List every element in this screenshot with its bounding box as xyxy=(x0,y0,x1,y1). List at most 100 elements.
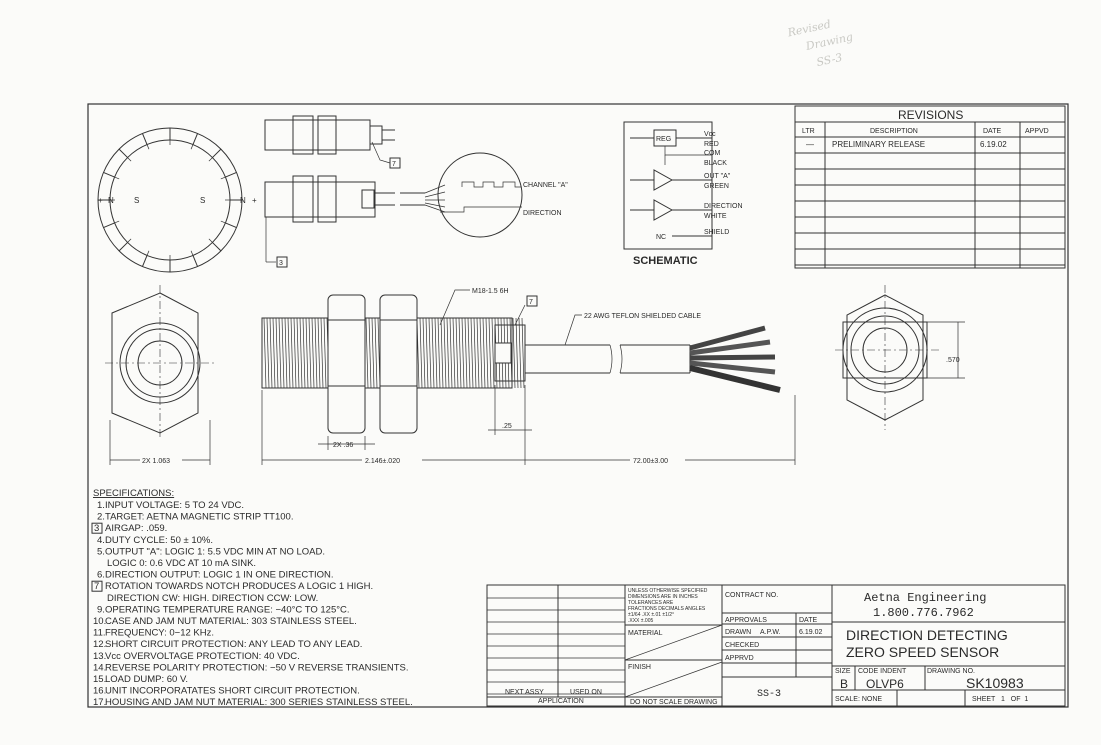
svg-text:N: N xyxy=(240,196,246,205)
svg-text:2.: 2. xyxy=(97,512,105,523)
company-phone: 1.800.776.7962 xyxy=(873,606,974,620)
thread-line xyxy=(368,317,372,389)
spec-item: 2.TARGET: AETNA MAGNETIC STRIP TT100. xyxy=(97,512,293,523)
pole-tick xyxy=(208,238,213,243)
svg-text:Vcc OVERVOLTAGE PROTECTION: 40: Vcc OVERVOLTAGE PROTECTION: 40 VDC. xyxy=(105,651,300,662)
sensor-side-view-lower: 3 xyxy=(264,175,446,268)
svg-text:NC: NC xyxy=(656,234,666,241)
svg-text:17.: 17. xyxy=(93,697,106,708)
svg-text:INPUT VOLTAGE: 5 TO 24 VDC.: INPUT VOLTAGE: 5 TO 24 VDC. xyxy=(105,500,244,511)
thread-line xyxy=(464,317,468,389)
thread-line xyxy=(443,317,447,389)
pole-tick xyxy=(114,176,120,180)
pole-tick xyxy=(220,176,226,180)
svg-text:TOLERANCES ARE: TOLERANCES ARE xyxy=(628,600,674,606)
svg-text:12.: 12. xyxy=(93,639,106,650)
svg-text:OUTPUT "A": LOGIC 1: 5.5 VDC M: OUTPUT "A": LOGIC 1: 5.5 VDC MIN AT NO L… xyxy=(105,546,325,557)
svg-text:SHIELD: SHIELD xyxy=(704,229,729,236)
pole-divider xyxy=(141,255,148,267)
title-block: NEXT ASSY USED ON APPLICATION UNLESS OTH… xyxy=(486,584,1066,707)
svg-text:SPECIFICATIONS:: SPECIFICATIONS: xyxy=(93,488,174,499)
thread-line xyxy=(515,317,519,389)
pole-divider xyxy=(192,133,199,145)
svg-text:CODE INDENT: CODE INDENT xyxy=(858,668,907,675)
thread-line xyxy=(422,317,426,389)
svg-text:LOAD DUMP: 60 V.: LOAD DUMP: 60 V. xyxy=(105,674,188,685)
pole-tick xyxy=(114,220,120,224)
svg-text:72.00±3.00: 72.00±3.00 xyxy=(633,458,668,465)
svg-text:B: B xyxy=(840,677,848,691)
channel-a-label: CHANNEL "A" xyxy=(523,182,568,189)
pole-divider xyxy=(192,255,199,267)
thread-line xyxy=(278,317,282,389)
svg-text:ROTATION TOWARDS NOTCH PRODUCE: ROTATION TOWARDS NOTCH PRODUCES A LOGIC … xyxy=(105,581,373,592)
handwritten-note: Revised Drawing SS-3 xyxy=(786,18,855,69)
svg-text:OLVP6: OLVP6 xyxy=(866,677,904,691)
thread-line xyxy=(365,317,369,389)
svg-text:S: S xyxy=(134,196,139,205)
spec-item: 12.SHORT CIRCUIT PROTECTION: ANY LEAD TO… xyxy=(93,639,362,650)
svg-text:GREEN: GREEN xyxy=(704,183,729,190)
hex-end-view-right: .570 xyxy=(835,285,965,430)
svg-text:USED ON: USED ON xyxy=(570,689,602,696)
svg-text:DATE: DATE xyxy=(983,128,1001,135)
thread-line xyxy=(473,317,477,389)
svg-text:DUTY CYCLE: 50 ± 10%.: DUTY CYCLE: 50 ± 10%. xyxy=(105,535,213,546)
pole-tick xyxy=(220,220,226,224)
spec-item: 10.CASE AND JAM NUT MATERIAL: 303 STAINL… xyxy=(93,616,357,627)
thread-line xyxy=(317,317,321,389)
svg-text:3: 3 xyxy=(279,260,283,267)
spec-item: 13.Vcc OVERVOLTAGE PROTECTION: 40 VDC. xyxy=(93,651,300,662)
spec-item: 15.LOAD DUMP: 60 V. xyxy=(93,674,188,685)
svg-text:MATERIAL: MATERIAL xyxy=(628,630,663,637)
thread-line xyxy=(446,317,450,389)
svg-text:REVERSE POLARITY PROTECTION: −: REVERSE POLARITY PROTECTION: −50 V REVER… xyxy=(105,662,408,673)
svg-text:DIRECTION OUTPUT: LOGIC 1 IN O: DIRECTION OUTPUT: LOGIC 1 IN ONE DIRECTI… xyxy=(105,570,334,581)
svg-text:3: 3 xyxy=(94,523,99,534)
svg-text:FREQUENCY: 0−12 KHz.: FREQUENCY: 0−12 KHz. xyxy=(105,628,214,639)
direction-label: DIRECTION xyxy=(523,210,562,217)
svg-text:13.: 13. xyxy=(93,651,106,662)
thread-line xyxy=(284,317,288,389)
svg-text:9.: 9. xyxy=(97,604,105,615)
pole-tick xyxy=(190,144,194,150)
svg-text:N: N xyxy=(108,196,114,205)
svg-text:CONTRACT NO.: CONTRACT NO. xyxy=(725,592,778,599)
specifications: SPECIFICATIONS: 1.INPUT VOLTAGE: 5 TO 24… xyxy=(91,488,413,708)
svg-text:7: 7 xyxy=(94,581,99,592)
thread-line xyxy=(467,317,471,389)
thread-line xyxy=(476,317,480,389)
svg-text:UNIT INCORPORATATES SHORT CIRC: UNIT INCORPORATATES SHORT CIRCUIT PROTEC… xyxy=(105,686,360,697)
svg-text:APPVD: APPVD xyxy=(1025,128,1049,135)
thread-line xyxy=(485,317,489,389)
thread-line xyxy=(290,317,294,389)
drawing-border xyxy=(87,103,1069,708)
output-waveform-bubble: CHANNEL "A" DIRECTION xyxy=(437,152,568,238)
svg-text:SHORT CIRCUIT PROTECTION: ANY: SHORT CIRCUIT PROTECTION: ANY LEAD TO AN… xyxy=(105,639,362,650)
thread-line xyxy=(281,317,285,389)
thread-line xyxy=(482,317,486,389)
svg-text:DATE: DATE xyxy=(799,617,817,624)
svg-text:SS-3: SS-3 xyxy=(757,689,781,700)
cable-callout: 22 AWG TEFLON SHIELDED CABLE xyxy=(584,313,701,320)
svg-text:SHEET 1 OF 1: SHEET 1 OF 1 xyxy=(972,696,1028,703)
svg-text:15.: 15. xyxy=(93,674,106,685)
schematic: REG NC Vcc RED COM BLACK OUT "A" GREEN D… xyxy=(623,121,743,267)
svg-text:LOGIC 0: 0.6 VDC AT 10 mA SINK: LOGIC 0: 0.6 VDC AT 10 mA SINK. xyxy=(107,558,256,569)
spec-item: 5.OUTPUT "A": LOGIC 1: 5.5 VDC MIN AT NO… xyxy=(97,546,325,557)
spec-item: 9.OPERATING TEMPERATURE RANGE: −40°C TO … xyxy=(97,604,350,615)
thread-line xyxy=(470,317,474,389)
svg-text:WHITE: WHITE xyxy=(704,213,727,220)
thread-line xyxy=(293,317,297,389)
thread-line xyxy=(275,317,279,389)
pole-tick xyxy=(146,250,150,256)
svg-text:PRELIMINARY RELEASE: PRELIMINARY RELEASE xyxy=(832,140,925,149)
svg-text:DIRECTION: DIRECTION xyxy=(704,203,743,210)
svg-text:5.: 5. xyxy=(97,546,105,557)
thread-line xyxy=(455,317,459,389)
svg-text:+: + xyxy=(252,196,257,205)
thread-line xyxy=(431,317,435,389)
svg-text:2X .36: 2X .36 xyxy=(333,442,353,449)
pole-tick xyxy=(127,157,132,162)
